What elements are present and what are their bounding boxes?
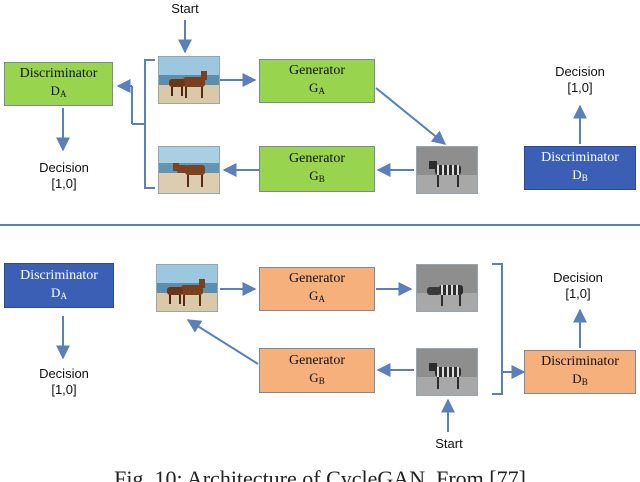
generator-b-bottom[interactable]: Generator GB — [259, 348, 375, 393]
section-divider — [0, 224, 640, 226]
discriminator-b-top[interactable]: Discriminator DB — [524, 146, 636, 190]
generator-b-top[interactable]: Generator GB — [259, 146, 375, 192]
horse-image-top-reconstructed — [158, 146, 220, 194]
generator-a-bottom-name: Generator — [289, 271, 345, 286]
zebra-image-bottom-generated — [416, 264, 478, 312]
discriminator-b-top-name: Discriminator — [541, 150, 619, 165]
figure-caption: Fig. 10: Architecture of CycleGAN. From … — [114, 466, 526, 482]
bracket-top — [144, 59, 155, 189]
discriminator-b-bottom-sub: DB — [572, 371, 588, 387]
generator-b-bottom-sub: GB — [309, 369, 325, 386]
arrow-generator-a-to-zebra-top — [375, 87, 447, 145]
generator-a-bottom-sub: GA — [309, 288, 325, 304]
generator-b-top-sub: GB — [309, 168, 325, 184]
decision-label-top-right: Decision [1,0] — [555, 64, 605, 95]
generator-a-bottom[interactable]: Generator GA — [259, 267, 375, 311]
bracket-bottom — [492, 263, 503, 395]
generator-b-top-name: Generator — [289, 151, 345, 166]
discriminator-a-top-sub: DA — [50, 83, 67, 99]
decision-label-bottom-right: Decision [1,0] — [553, 270, 603, 301]
arrow-generator-b-to-horse-bottom — [186, 319, 259, 365]
decision-label-bottom-left: Decision [1,0] — [39, 366, 89, 397]
discriminator-b-bottom[interactable]: Discriminator DB — [524, 350, 636, 394]
generator-a-top-name: Generator — [289, 63, 345, 78]
horse-image-top-input — [158, 56, 220, 104]
discriminator-a-bottom[interactable]: Discriminator DA — [4, 263, 114, 308]
discriminator-a-bottom-name: Discriminator — [20, 267, 98, 283]
zebra-image-top-generated — [416, 146, 478, 194]
start-label-bottom: Start — [435, 436, 463, 451]
discriminator-b-top-sub: DB — [572, 167, 588, 183]
discriminator-a-bottom-sub: DA — [51, 284, 67, 301]
generator-a-top[interactable]: Generator GA — [259, 59, 375, 103]
discriminator-a-top-name: Discriminator — [19, 66, 98, 81]
decision-label-top-left: Decision [1,0] — [39, 160, 89, 191]
start-label-top: Start — [171, 1, 199, 16]
discriminator-a-top[interactable]: Discriminator DA — [4, 62, 113, 106]
generator-b-bottom-name: Generator — [289, 352, 345, 368]
zebra-image-bottom-input — [416, 348, 478, 396]
horse-image-bottom-reconstructed — [156, 264, 218, 312]
discriminator-b-bottom-name: Discriminator — [541, 354, 619, 369]
generator-a-top-sub: GA — [309, 80, 325, 96]
